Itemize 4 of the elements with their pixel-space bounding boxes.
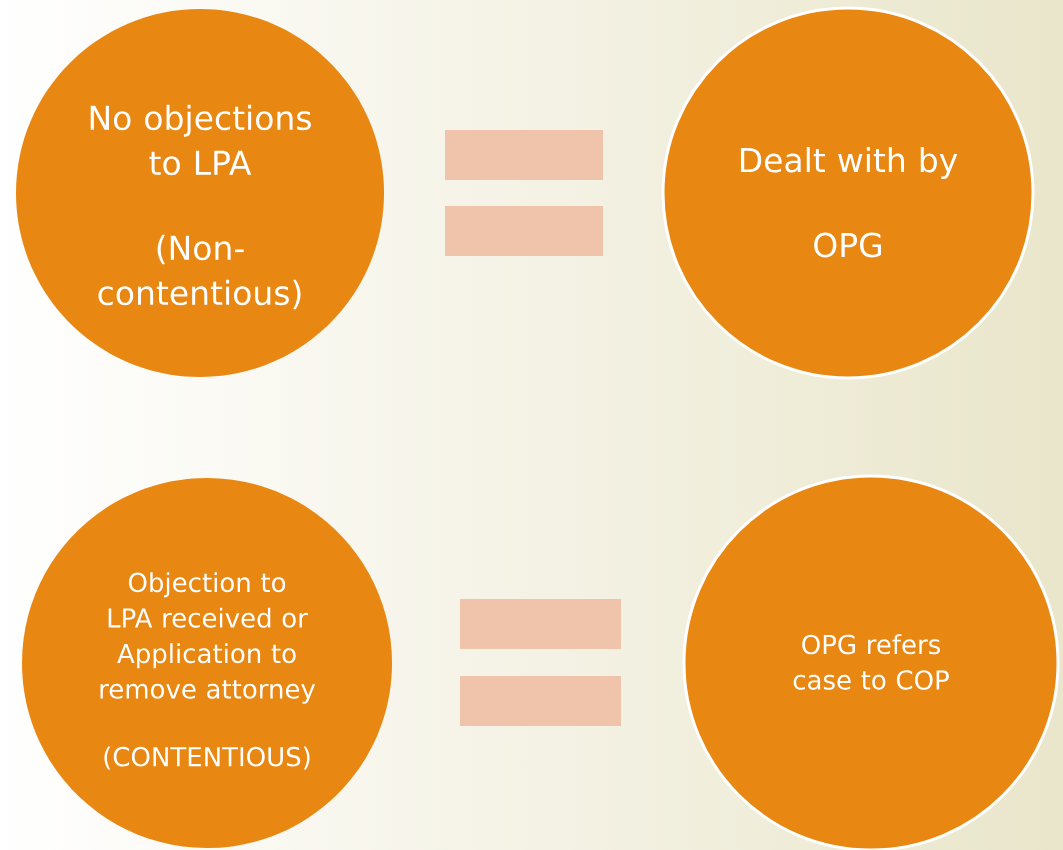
circle-node: Dealt with by OPG bbox=[661, 6, 1035, 380]
circle-node: No objections to LPA (Non-contentious) bbox=[16, 9, 384, 377]
circle-node: OPG refers case to COP bbox=[682, 474, 1060, 850]
circle-node: Objection to LPA received or Application to remove attorney (CONTENTIOUS) bbox=[22, 478, 392, 848]
